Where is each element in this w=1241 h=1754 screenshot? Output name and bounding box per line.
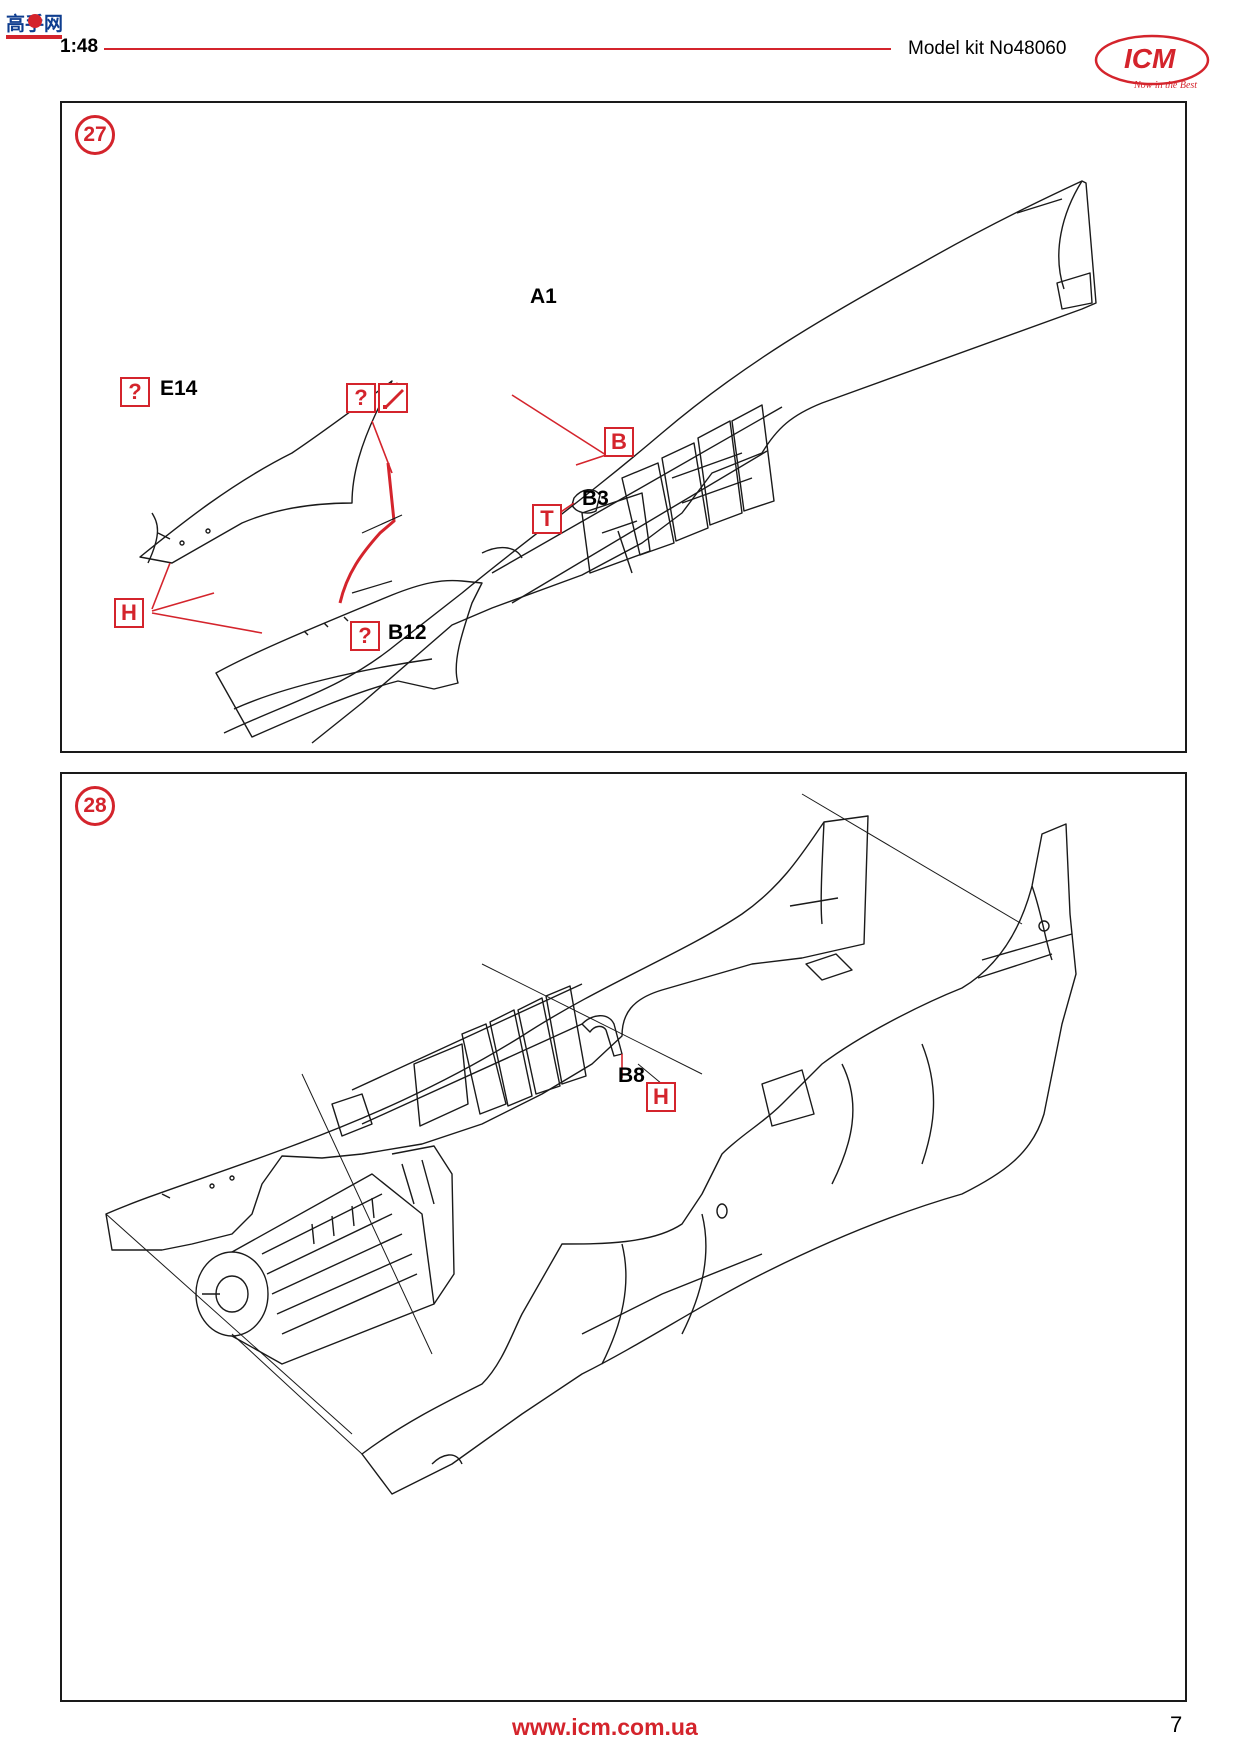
kit-number: Model kit No48060 xyxy=(908,38,1067,59)
tag-paint-ref-b: B xyxy=(604,427,634,457)
step-number-28: 28 xyxy=(75,786,115,826)
tag-unknown-e14: ? xyxy=(120,377,150,407)
tag-transparent: T xyxy=(532,504,562,534)
part-label-b8: B8 xyxy=(618,1064,645,1087)
tag-glue-27: H xyxy=(114,598,144,628)
logo-text: ICM xyxy=(1124,43,1176,74)
step-28-drawing xyxy=(105,793,1077,1495)
logo-tagline: Now in the Best xyxy=(1133,80,1197,91)
paint-brush-icon xyxy=(378,383,408,413)
tag-unknown-seam: ? xyxy=(346,383,376,413)
step-number-27: 27 xyxy=(75,115,115,155)
step-28-panel: 28 B8 H xyxy=(60,772,1187,1702)
page-number: 7 xyxy=(1170,1712,1183,1737)
part-label-b3: B3 xyxy=(582,487,609,510)
header-rule xyxy=(104,48,891,50)
part-label-a1: A1 xyxy=(530,285,557,308)
part-label-e14: E14 xyxy=(160,377,198,400)
scale-label: 1:48 xyxy=(60,36,99,57)
tag-unknown-b12: ? xyxy=(350,621,380,651)
step-27-panel: 27 A1 E14 B3 B12 ? ? H T B ? xyxy=(60,101,1187,753)
icm-logo: ICM Now in the Best xyxy=(1094,34,1210,91)
part-label-b12: B12 xyxy=(388,621,427,644)
step-27-drawing xyxy=(139,180,1097,744)
footer-url[interactable]: www.icm.com.ua xyxy=(512,1714,698,1740)
watermark-logo: 高手网 xyxy=(6,12,63,39)
tag-glue-28: H xyxy=(646,1082,676,1112)
